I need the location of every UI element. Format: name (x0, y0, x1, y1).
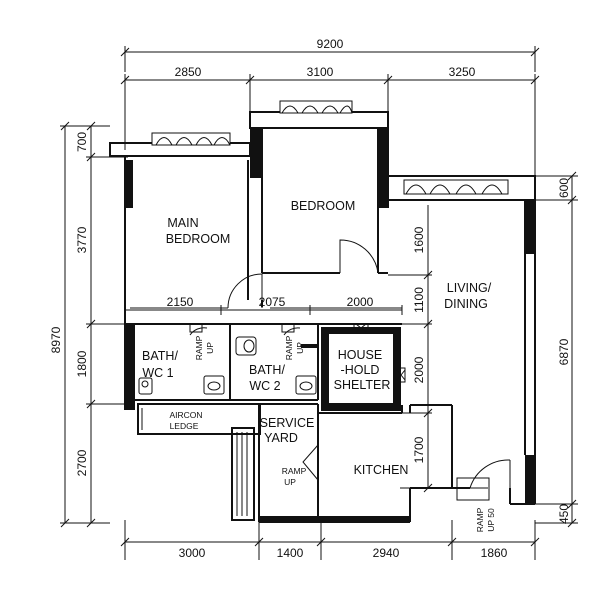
label-main-bedroom-1: MAIN (167, 216, 198, 230)
dim-top-2: 3100 (307, 65, 334, 79)
windows (150, 100, 509, 401)
ramp-labels: RAMP UP RAMP UP RAMP UP RAMP UP 50 (194, 335, 496, 532)
walls (109, 111, 536, 522)
dim-right-2: 6870 (557, 338, 571, 365)
dim-left-2: 3770 (75, 226, 89, 253)
dim-left-overall: 8970 (49, 326, 63, 353)
dim-left-3: 1800 (75, 350, 89, 377)
dim-overall-width: 9200 (317, 37, 344, 51)
dimension-labels: 9200 2850 3100 3250 2150 2075 2000 3000 … (49, 37, 571, 560)
label-bedroom: BEDROOM (291, 199, 356, 213)
room-labels: MAIN BEDROOM BEDROOM LIVING/ DINING BATH… (142, 199, 492, 477)
dim-inner-2: 1100 (412, 287, 426, 313)
dim-bottom-3: 2940 (373, 546, 400, 560)
dim-left-1: 700 (75, 132, 89, 152)
label-service-yard-1: SERVICE (260, 416, 315, 430)
ramp-bath2-2: UP (295, 342, 305, 354)
dim-bottom-4: 1860 (481, 546, 508, 560)
label-living-2: DINING (444, 297, 488, 311)
dim-top-3: 3250 (449, 65, 476, 79)
label-bath2-1: BATH/ (249, 363, 285, 377)
dim-mid-1: 2150 (167, 295, 194, 309)
doors (189, 239, 511, 504)
label-bath1-2: WC 1 (142, 366, 173, 380)
label-bath2-2: WC 2 (249, 379, 280, 393)
dim-mid-2: 2075 (259, 295, 286, 309)
dim-top-1: 2850 (175, 65, 202, 79)
label-main-bedroom-2: BEDROOM (166, 232, 231, 246)
dim-inner-3: 2000 (412, 356, 426, 383)
dimension-lines (60, 46, 578, 560)
label-shelter-1: HOUSE (338, 348, 382, 362)
dim-mid-3: 2000 (347, 295, 374, 309)
label-shelter-2: -HOLD (341, 363, 380, 377)
ramp-bath1-2: UP (205, 342, 215, 354)
label-service-yard-2: YARD (264, 431, 298, 445)
label-kitchen: KITCHEN (354, 463, 409, 477)
dim-right-1: 600 (557, 178, 571, 198)
dim-left-4: 2700 (75, 449, 89, 476)
ramp-entrance-1: RAMP (475, 507, 485, 532)
sanitary-fixtures (138, 323, 317, 395)
label-aircon-ledge-2: LEDGE (170, 421, 199, 431)
ramp-yard-1: RAMP (282, 466, 307, 476)
ramp-bath1-1: RAMP (194, 335, 204, 360)
dim-bottom-2: 1400 (277, 546, 304, 560)
label-bath1-1: BATH/ (142, 349, 178, 363)
label-aircon-ledge-1: AIRCON (169, 410, 202, 420)
dim-right-3: 450 (557, 504, 571, 524)
dim-bottom-1: 3000 (179, 546, 206, 560)
dim-inner-1: 1600 (412, 226, 426, 253)
label-shelter-3: SHELTER (334, 378, 391, 392)
ramp-entrance-2: UP 50 (486, 508, 496, 532)
ramp-yard-2: UP (284, 477, 296, 487)
dim-inner-4: 1700 (412, 436, 426, 463)
ramp-bath2-1: RAMP (284, 335, 294, 360)
label-living-1: LIVING/ (447, 281, 492, 295)
